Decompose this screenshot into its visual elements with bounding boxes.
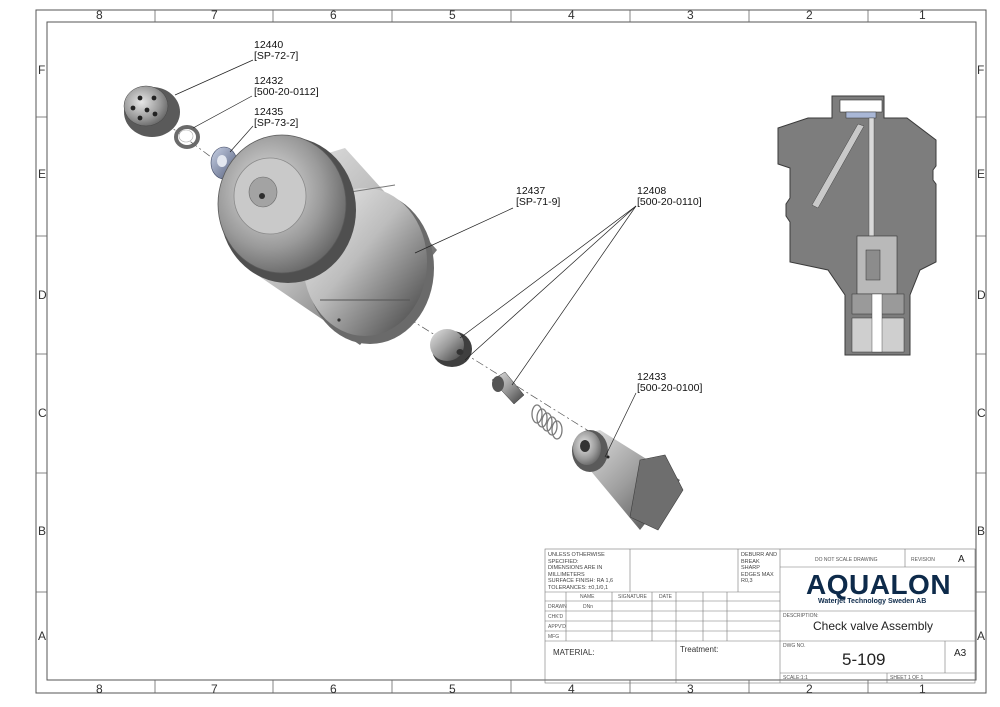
row-drawn: DRAWN <box>548 604 567 610</box>
zone-col-label: 3 <box>687 682 694 696</box>
drawing-number: 5-109 <box>842 650 886 669</box>
revision-value: A <box>958 554 965 565</box>
zone-col-label: 5 <box>449 8 456 22</box>
callout-reference: [SP-71-9] <box>516 196 561 208</box>
sheet-size: A3 <box>954 648 967 659</box>
section-view <box>777 95 937 356</box>
zone-col-label: 8 <box>96 8 103 22</box>
zone-col-label: 4 <box>568 8 575 22</box>
zone-row-label: A <box>977 629 986 643</box>
callout-reference: [SP-72-7] <box>254 50 299 62</box>
zone-row-label: C <box>38 406 47 420</box>
callout-part-number: 12437 <box>516 185 546 197</box>
zone-col-label: 2 <box>806 682 813 696</box>
deburr-note: DEBURR AND BREAK SHARP EDGES MAX R0,3 <box>741 552 778 584</box>
callout-part-number: 12433 <box>637 371 667 383</box>
zone-col-label: 7 <box>211 682 218 696</box>
zone-col-label: 1 <box>919 682 926 696</box>
zone-row-label: A <box>38 629 47 643</box>
drawn-name: DNn <box>583 604 594 610</box>
row-mfg: MFG <box>548 634 560 640</box>
part-fitting-12433 <box>572 430 684 531</box>
col-name: NAME <box>580 594 595 600</box>
callout-part-number: 12432 <box>254 75 284 87</box>
callout-12408: 12408 [500-20-0110] <box>637 186 702 208</box>
callout-part-number: 12435 <box>254 106 284 118</box>
callout-part-number: 12440 <box>254 39 284 51</box>
row-approved: APPV'D <box>548 624 566 630</box>
callout-12437: 12437 [SP-71-9] <box>516 186 560 208</box>
zone-row-label: B <box>38 524 47 538</box>
zone-row-label: C <box>977 406 986 420</box>
row-checked: CHK'D <box>548 614 564 620</box>
part-ring-12432 <box>174 125 200 149</box>
callout-part-number: 12408 <box>637 185 667 197</box>
zone-col-label: 5 <box>449 682 456 696</box>
zone-row-label: E <box>977 167 986 181</box>
dwg-no-label: DWG NO. <box>783 643 806 649</box>
company-logo: AQUALON <box>806 569 952 600</box>
part-cap-12440 <box>123 85 180 137</box>
sheet-label: SHEET 1 OF 1 <box>890 675 924 681</box>
callout-12432: 12432 [500-20-0112] <box>254 76 319 98</box>
part-spring <box>531 404 563 440</box>
zone-col-label: 7 <box>211 8 218 22</box>
scale-note: DO NOT SCALE DRAWING <box>815 557 878 563</box>
zone-col-label: 2 <box>806 8 813 22</box>
title-block-grid <box>544 548 976 684</box>
zone-row-label: D <box>977 288 986 302</box>
zone-col-label: 6 <box>330 682 337 696</box>
drawing-description: Check valve Assembly <box>813 619 934 633</box>
general-notes: UNLESS OTHERWISE SPECIFIED: DIMENSIONS A… <box>548 552 614 591</box>
callout-12435: 12435 [SP-73-2] <box>254 107 298 129</box>
col-signature: SIGNATURE <box>618 594 647 600</box>
zone-row-label: E <box>38 167 47 181</box>
callout-reference: [500-20-0110] <box>637 196 702 208</box>
scale-label: SCALE:1:1 <box>783 675 808 681</box>
zone-col-label: 6 <box>330 8 337 22</box>
zone-col-label: 1 <box>919 8 926 22</box>
callout-reference: [SP-73-2] <box>254 117 299 129</box>
part-body-12437 <box>217 134 437 345</box>
leader-lines <box>174 59 637 458</box>
zone-row-label: D <box>38 288 47 302</box>
zone-col-label: 3 <box>687 8 694 22</box>
description-label: DESCRIPTION: <box>783 613 819 619</box>
callout-reference: [500-20-0100] <box>637 382 703 394</box>
callout-reference: [500-20-0112] <box>254 86 319 98</box>
callout-12440: 12440 [SP-72-7] <box>254 40 298 62</box>
treatment-label: Treatment: <box>680 645 719 654</box>
col-date: DATE <box>659 594 672 600</box>
zone-row-label: F <box>977 63 985 77</box>
material-label: MATERIAL: <box>553 648 595 657</box>
zone-ticks <box>36 10 986 693</box>
zone-row-label: B <box>977 524 986 538</box>
part-pin-12408 <box>491 371 525 405</box>
revision-label: REVISION <box>911 557 935 563</box>
zone-col-label: 4 <box>568 682 575 696</box>
company-subtitle: Waterjet Technology Sweden AB <box>818 598 927 605</box>
zone-col-label: 8 <box>96 682 103 696</box>
zone-row-label: F <box>38 63 46 77</box>
callout-12433: 12433 [500-20-0100] <box>637 372 702 394</box>
part-seat-12408 <box>430 329 472 367</box>
